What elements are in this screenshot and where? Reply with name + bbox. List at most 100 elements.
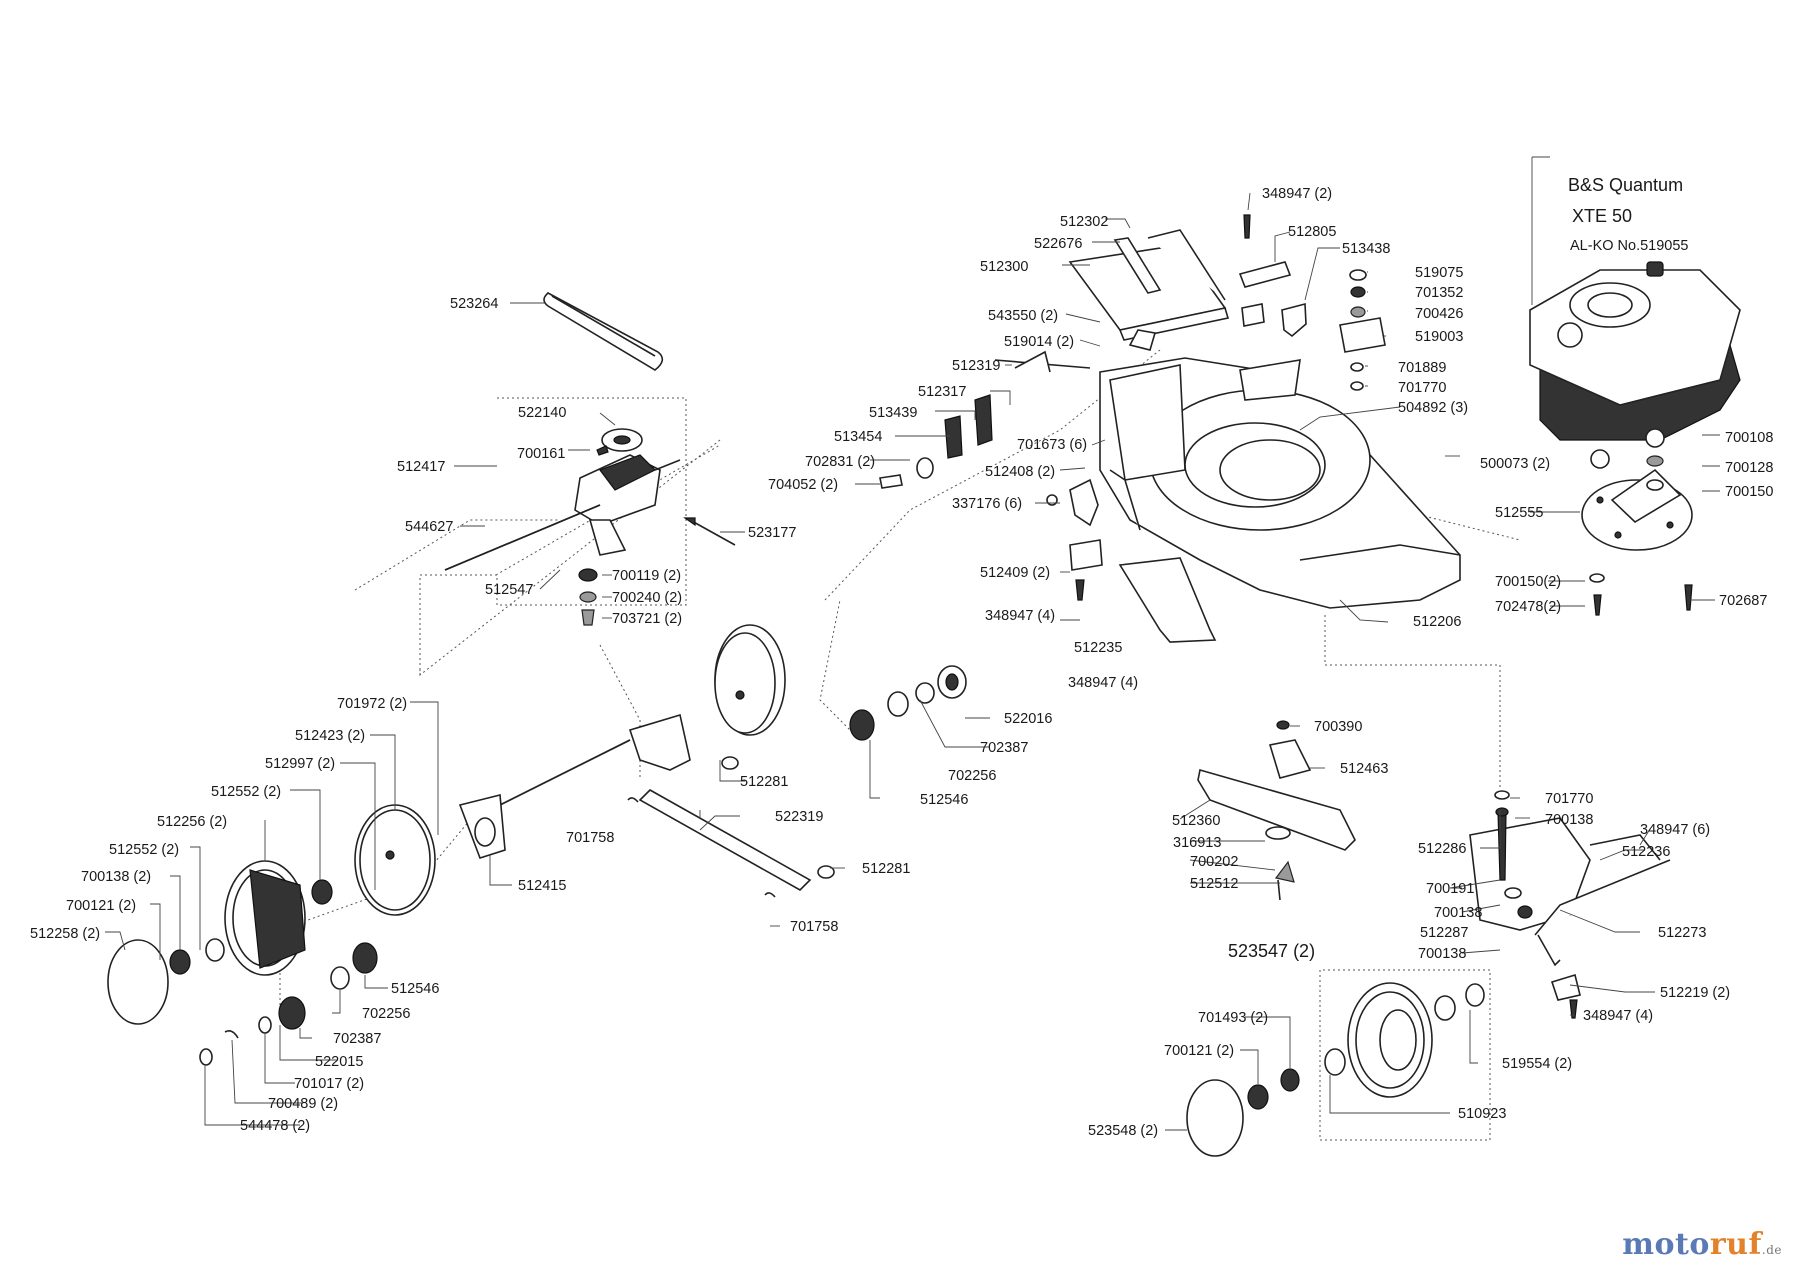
label-519003: 519003 — [1415, 329, 1463, 345]
label-512236: 512236 — [1622, 844, 1670, 860]
watermark-part2: ruf — [1709, 1227, 1762, 1262]
axle-bar — [627, 756, 835, 898]
label-512546a: 512546 — [920, 792, 968, 808]
rear-flap — [1118, 557, 1217, 643]
label-512258: 512258 (2) — [30, 926, 100, 942]
label-700119: 700119 (2) — [612, 568, 681, 584]
label-512409: 512409 (2) — [980, 565, 1050, 581]
label-700202: 700202 — [1190, 854, 1238, 870]
engine-caption: B&S Quantum XTE 50 AL-KO No.519055 — [1568, 175, 1689, 254]
label-512319: 512319 — [952, 358, 1000, 374]
label-512512: 512512 — [1190, 876, 1238, 892]
label-700138b: 700138 (2) — [81, 869, 151, 885]
label-701758a: 701758 — [566, 830, 614, 846]
handle-brackets — [879, 350, 1103, 601]
label-522676: 522676 — [1034, 236, 1082, 252]
label-522140: 522140 — [518, 405, 566, 421]
label-512423: 512423 (2) — [295, 728, 365, 744]
label-701758b: 701758 — [790, 919, 838, 935]
label-522016: 522016 — [1004, 711, 1052, 727]
label-512286: 512286 — [1418, 841, 1466, 857]
label-512360: 512360 — [1172, 813, 1220, 829]
left-hub-cap — [107, 939, 169, 1025]
label-702387a: 702387 — [980, 740, 1028, 756]
label-348947-4b: 348947 (4) — [1068, 675, 1138, 691]
label-513454: 513454 — [834, 429, 882, 445]
label-512805: 512805 — [1288, 224, 1336, 240]
part-labels: 348947 (2) 512302 512805 522676 513438 5… — [30, 186, 1773, 1139]
label-519014: 519014 (2) — [1004, 334, 1074, 350]
drive-belt — [543, 292, 664, 371]
label-512281b: 512281 — [862, 861, 910, 877]
label-702256a: 702256 — [948, 768, 996, 784]
label-512281a: 512281 — [740, 774, 788, 790]
gearbox-washers — [578, 568, 598, 626]
label-512547: 512547 — [485, 582, 533, 598]
clip-parts — [1238, 261, 1386, 391]
label-700138d: 700138 — [1418, 946, 1466, 962]
label-701493: 701493 (2) — [1198, 1010, 1268, 1026]
label-337176: 337176 (6) — [952, 496, 1022, 512]
label-700108: 700108 — [1725, 430, 1773, 446]
label-510923: 510923 — [1458, 1106, 1506, 1122]
rear-wheel-hub-disk — [354, 804, 436, 916]
label-512463: 512463 — [1340, 761, 1388, 777]
label-348947-4c: 348947 (4) — [1583, 1008, 1653, 1024]
label-512273: 512273 — [1658, 925, 1706, 941]
label-523548: 523548 (2) — [1088, 1123, 1158, 1139]
left-gears — [199, 942, 378, 1066]
label-512302: 512302 — [1060, 214, 1108, 230]
label-702687: 702687 — [1719, 593, 1767, 609]
label-519075: 519075 — [1415, 265, 1463, 281]
label-523177: 523177 — [748, 525, 796, 541]
label-701352: 701352 — [1415, 285, 1463, 301]
label-702387b: 702387 — [333, 1031, 381, 1047]
label-701972: 701972 (2) — [337, 696, 407, 712]
label-700138c: 700138 — [1434, 905, 1482, 921]
label-348947-2: 348947 (2) — [1262, 186, 1332, 202]
label-701673: 701673 (6) — [1017, 437, 1087, 453]
label-512417: 512417 — [397, 459, 445, 475]
label-522015: 522015 — [315, 1054, 363, 1070]
label-702831: 702831 (2) — [805, 454, 875, 470]
label-544478: 544478 (2) — [240, 1118, 310, 1134]
label-522319: 522319 — [775, 809, 823, 825]
label-701889: 701889 — [1398, 360, 1446, 376]
watermark-part3: .de — [1761, 1243, 1782, 1257]
label-504892: 504892 (3) — [1398, 400, 1468, 416]
label-348947-4a: 348947 (4) — [985, 608, 1055, 624]
label-512300: 512300 — [980, 259, 1028, 275]
blade-adapter — [1581, 468, 1693, 551]
engine-illustration — [1529, 261, 1741, 441]
left-rear-wheel — [169, 860, 333, 976]
engine-model: XTE 50 — [1572, 206, 1632, 226]
label-702256b: 702256 — [362, 1006, 410, 1022]
site-watermark-logo: motoruf.de — [1622, 1227, 1782, 1262]
label-512997: 512997 (2) — [265, 756, 335, 772]
label-519554: 519554 (2) — [1502, 1056, 1572, 1072]
label-700489: 700489 (2) — [268, 1096, 338, 1112]
label-701017: 701017 (2) — [294, 1076, 364, 1092]
label-513439: 513439 — [869, 405, 917, 421]
label-700121b: 700121 (2) — [1164, 1043, 1234, 1059]
drive-pinions-right — [849, 665, 967, 741]
label-700138a: 700138 — [1545, 812, 1593, 828]
label-512317: 512317 — [918, 384, 966, 400]
shift-cable-part — [683, 517, 736, 546]
label-701770b: 701770 — [1545, 791, 1593, 807]
label-700240: 700240 (2) — [612, 590, 682, 606]
rear-axle-assembly — [458, 713, 691, 859]
label-700121a: 700121 (2) — [66, 898, 136, 914]
label-512408: 512408 (2) — [985, 464, 1055, 480]
label-702478: 702478(2) — [1495, 599, 1561, 615]
label-512552b: 512552 (2) — [109, 842, 179, 858]
label-703721: 703721 (2) — [612, 611, 682, 627]
label-316913: 316913 — [1173, 835, 1221, 851]
label-543550: 543550 (2) — [988, 308, 1058, 324]
label-700128: 700128 — [1725, 460, 1773, 476]
engine-nuts — [1589, 428, 1693, 616]
label-512287: 512287 — [1420, 925, 1468, 941]
label-512256: 512256 (2) — [157, 814, 227, 830]
label-348947-6: 348947 (6) — [1640, 822, 1710, 838]
